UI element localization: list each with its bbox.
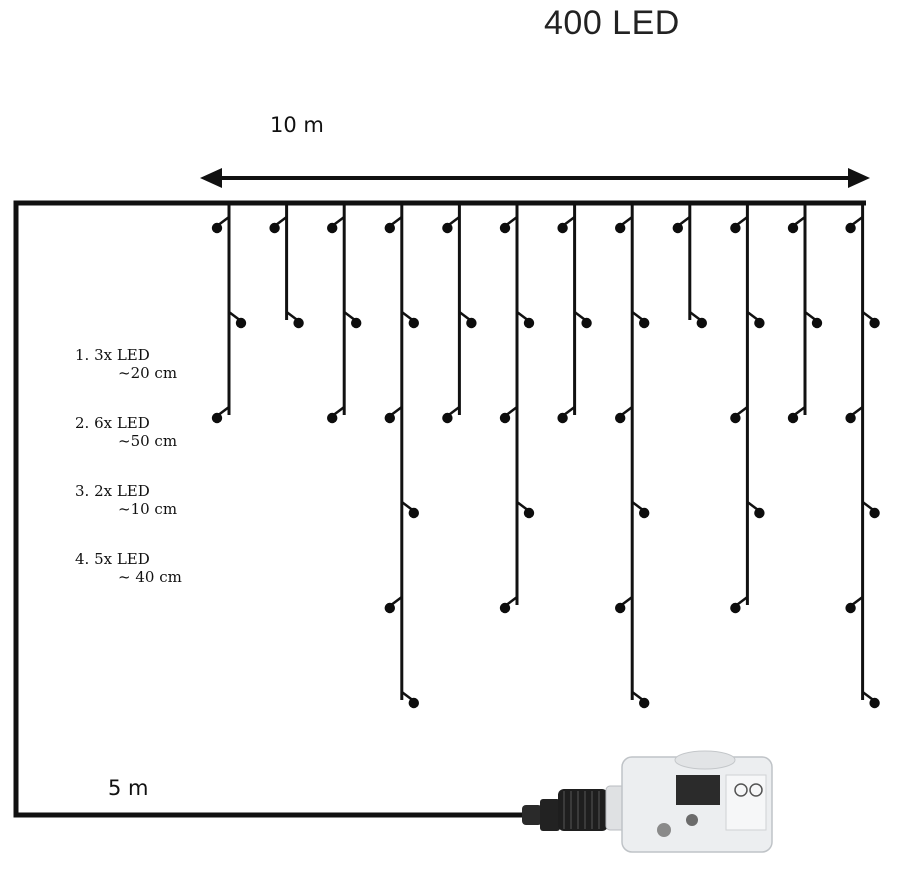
led-bulb (754, 507, 765, 519)
led-bulb (696, 317, 707, 329)
lead-length-label: 5 m (108, 776, 149, 800)
led-bulb (639, 317, 650, 329)
legend-item-length: ~20 cm (118, 364, 178, 382)
led-bulb (327, 222, 338, 234)
adapter-button (657, 823, 671, 837)
led-bulb (811, 317, 823, 329)
main-wire (13, 200, 866, 818)
led-bulb (672, 222, 683, 234)
led-bulb (869, 317, 880, 329)
adapter-top-ridge (674, 750, 736, 770)
legend-item-length: ~10 cm (118, 500, 178, 518)
adapter-screw (686, 814, 698, 826)
led-bulb (408, 507, 419, 519)
wire-path (13, 200, 866, 818)
led-bulb (235, 317, 247, 329)
led-bulb (269, 222, 280, 234)
led-bulb (557, 222, 568, 234)
legend-item-label: 4. 5x LED (75, 550, 150, 568)
legend-item: 2. 6x LED ~50 cm (75, 414, 190, 482)
legend-item-label: 1. 3x LED (75, 346, 150, 364)
led-strand (615, 205, 650, 709)
arrow-head-left-icon (200, 168, 222, 188)
led-strands (211, 205, 880, 709)
led-bulb (845, 222, 856, 234)
led-bulb (523, 317, 535, 329)
led-strand (269, 205, 304, 329)
legend-item-length: ~ 40 cm (118, 568, 182, 586)
led-bulb (293, 317, 304, 329)
led-bulb (384, 222, 395, 234)
led-bulb (211, 412, 223, 424)
width-label: 10 m (270, 113, 324, 137)
led-bulb (523, 507, 535, 519)
led-bulb (327, 412, 338, 424)
led-strand (730, 205, 765, 614)
ce-mark-icon (749, 783, 763, 797)
led-bulb (787, 412, 799, 424)
led-bulb (869, 697, 880, 709)
power-adapter-icon (522, 750, 773, 853)
legend-item-length: ~50 cm (118, 432, 178, 450)
arrow-head-right-icon (848, 168, 870, 188)
led-bulb (211, 222, 223, 234)
led-strand (787, 205, 823, 424)
led-bulb (730, 412, 741, 424)
led-bulb (730, 222, 741, 234)
led-bulb (639, 697, 650, 709)
connector-tip (522, 805, 542, 825)
led-bulb (557, 412, 568, 424)
led-strand (557, 205, 592, 424)
legend-item-label: 3. 2x LED (75, 482, 150, 500)
ce-mark-icon (734, 783, 748, 797)
led-bulb (499, 222, 511, 234)
led-bulb (499, 602, 511, 614)
led-bulb (408, 317, 419, 329)
led-bulb (442, 412, 453, 424)
led-bulb (639, 507, 650, 519)
adapter-label-light (725, 774, 767, 831)
led-strand (384, 205, 419, 709)
led-bulb (581, 317, 592, 329)
led-bulb (615, 602, 626, 614)
led-strand (499, 205, 535, 614)
led-bulb (845, 412, 856, 424)
led-bulb (384, 602, 395, 614)
width-dimension-arrow (200, 168, 870, 188)
legend-item: 1. 3x LED ~20 cm (75, 346, 190, 414)
led-bulb (466, 317, 477, 329)
led-bulb (442, 222, 453, 234)
led-strand (211, 205, 247, 424)
legend-item-label: 2. 6x LED (75, 414, 150, 432)
strand-legend: 1. 3x LED ~20 cm 2. 6x LED ~50 cm 3. 2x … (75, 346, 190, 618)
adapter-label-dark (676, 775, 720, 805)
led-strand (327, 205, 362, 424)
led-bulb (787, 222, 799, 234)
led-bulb (499, 412, 511, 424)
led-bulb (384, 412, 395, 424)
legend-item: 3. 2x LED ~10 cm (75, 482, 190, 550)
connector-nut (540, 799, 560, 831)
led-strand (672, 205, 707, 329)
page-title: 400 LED (544, 4, 680, 42)
led-bulb (845, 602, 856, 614)
legend-item: 4. 5x LED ~ 40 cm (75, 550, 190, 618)
led-bulb (408, 697, 419, 709)
connector-body (558, 789, 608, 831)
led-bulb (730, 602, 741, 614)
led-bulb (615, 412, 626, 424)
led-bulb (754, 317, 765, 329)
led-strand (442, 205, 477, 424)
led-bulb (869, 507, 880, 519)
led-bulb (351, 317, 362, 329)
led-strand (845, 205, 880, 709)
led-bulb (615, 222, 626, 234)
